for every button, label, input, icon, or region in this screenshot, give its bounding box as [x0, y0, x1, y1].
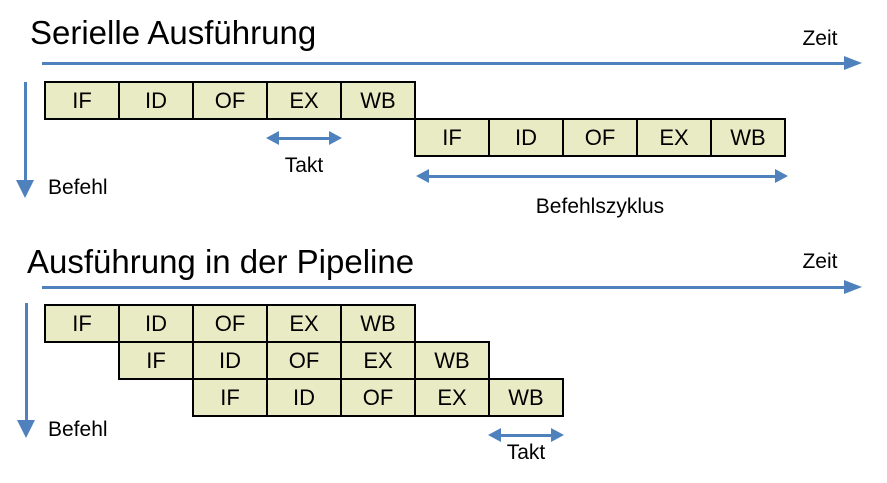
pipeline-clock-label: Takt [506, 441, 546, 464]
stage-cell-of: OF [192, 304, 268, 343]
stage-cell-of: OF [340, 378, 416, 417]
serial-clock-label: Takt [284, 154, 324, 177]
stage-cell-id: ID [488, 118, 564, 157]
pipeline-instruction-axis-label: Befehl [48, 418, 108, 441]
stage-cell-of: OF [562, 118, 638, 157]
serial-section-title: Serielle Ausführung [30, 14, 317, 51]
stage-cell-if: IF [192, 378, 268, 417]
pipeline-instruction1-row: IF ID OF EX WB [44, 304, 416, 343]
stage-cell-if: IF [118, 341, 194, 380]
serial-instruction2-row: IF ID OF EX WB [414, 118, 786, 157]
stage-cell-of: OF [266, 341, 342, 380]
stage-cell-if: IF [44, 304, 120, 343]
stage-cell-if: IF [44, 81, 120, 120]
stage-cell-wb: WB [340, 81, 416, 120]
serial-instruction-axis-label: Befehl [48, 176, 108, 199]
serial-time-axis-label: Zeit [802, 27, 838, 50]
stage-cell-ex: EX [414, 378, 490, 417]
pipeline-time-axis-label: Zeit [802, 250, 838, 273]
stage-cell-id: ID [118, 81, 194, 120]
stage-cell-wb: WB [414, 341, 490, 380]
pipeline-instruction2-row: IF ID OF EX WB [118, 341, 490, 380]
pipeline-section-title: Ausführung in der Pipeline [27, 243, 415, 280]
stage-cell-wb: WB [488, 378, 564, 417]
pipeline-instruction3-row: IF ID OF EX WB [192, 378, 564, 417]
stage-cell-of: OF [192, 81, 268, 120]
stage-cell-if: IF [414, 118, 490, 157]
stage-cell-ex: EX [636, 118, 712, 157]
stage-cell-ex: EX [266, 304, 342, 343]
stage-cell-wb: WB [710, 118, 786, 157]
stage-cell-ex: EX [266, 81, 342, 120]
stage-cell-ex: EX [340, 341, 416, 380]
stage-cell-id: ID [266, 378, 342, 417]
stage-cell-id: ID [118, 304, 194, 343]
instruction-cycle-label: Befehlszyklus [535, 195, 665, 218]
stage-cell-wb: WB [340, 304, 416, 343]
stage-cell-id: ID [192, 341, 268, 380]
serial-instruction1-row: IF ID OF EX WB [44, 81, 416, 120]
